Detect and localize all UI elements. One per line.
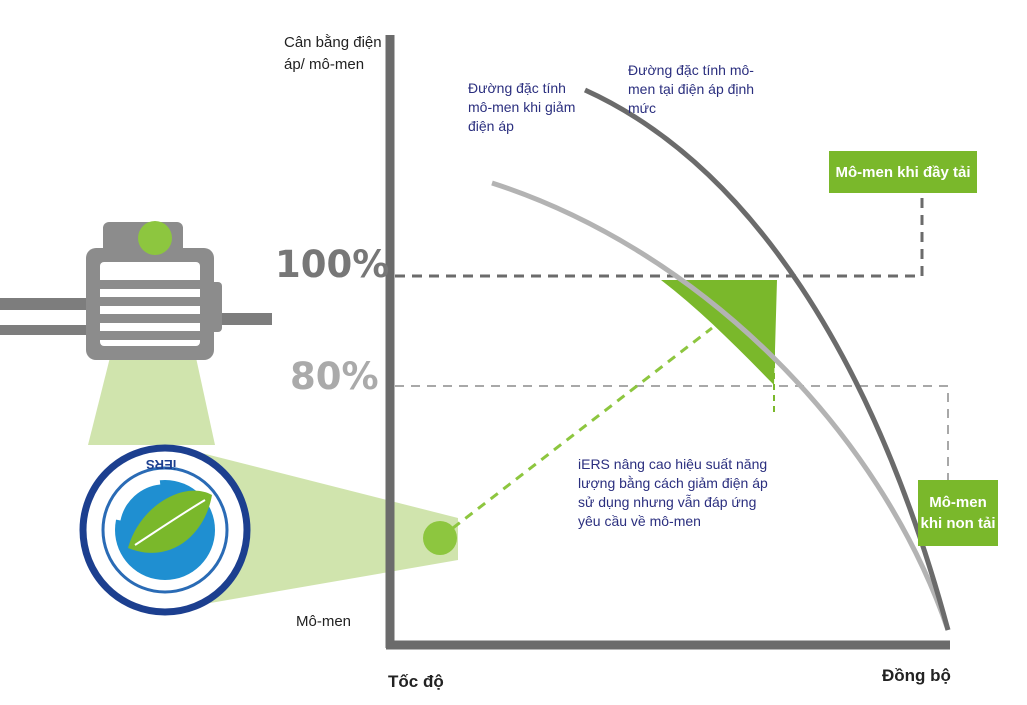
iers-logo [79, 444, 251, 616]
motor-icon [0, 221, 272, 360]
iers-annotation: iERS nâng cao hiệu suất năng lượng bằng … [578, 456, 768, 529]
origin-label: Mô-men [296, 613, 352, 630]
logo-top-text: iERS [146, 457, 177, 472]
level-full-label: 100% [275, 243, 390, 286]
x-start-label: Tốc độ [388, 672, 444, 691]
partial-level-line [395, 385, 949, 480]
rated-voltage-curve [583, 87, 951, 631]
reduced-curve-label: Đường đặc tính mô-men khi giảm điện áp [468, 80, 576, 134]
operating-point [423, 521, 457, 555]
full-load-badge: Mô-men khi đầy tải [829, 151, 977, 193]
rated-curve-label: Đường đặc tính mô-men tại điện áp định m… [628, 62, 755, 116]
partial-load-badge: Mô-men khi non tải [918, 480, 998, 546]
x-end-label: Đồng bộ [882, 666, 951, 685]
reduced-voltage-curve [491, 180, 951, 631]
level-partial-label: 80% [290, 355, 379, 398]
full-level-line [395, 193, 924, 278]
energy-saving-area [661, 280, 777, 385]
y-axis-label: Cân bằng điện áp/ mô-men [284, 34, 382, 73]
